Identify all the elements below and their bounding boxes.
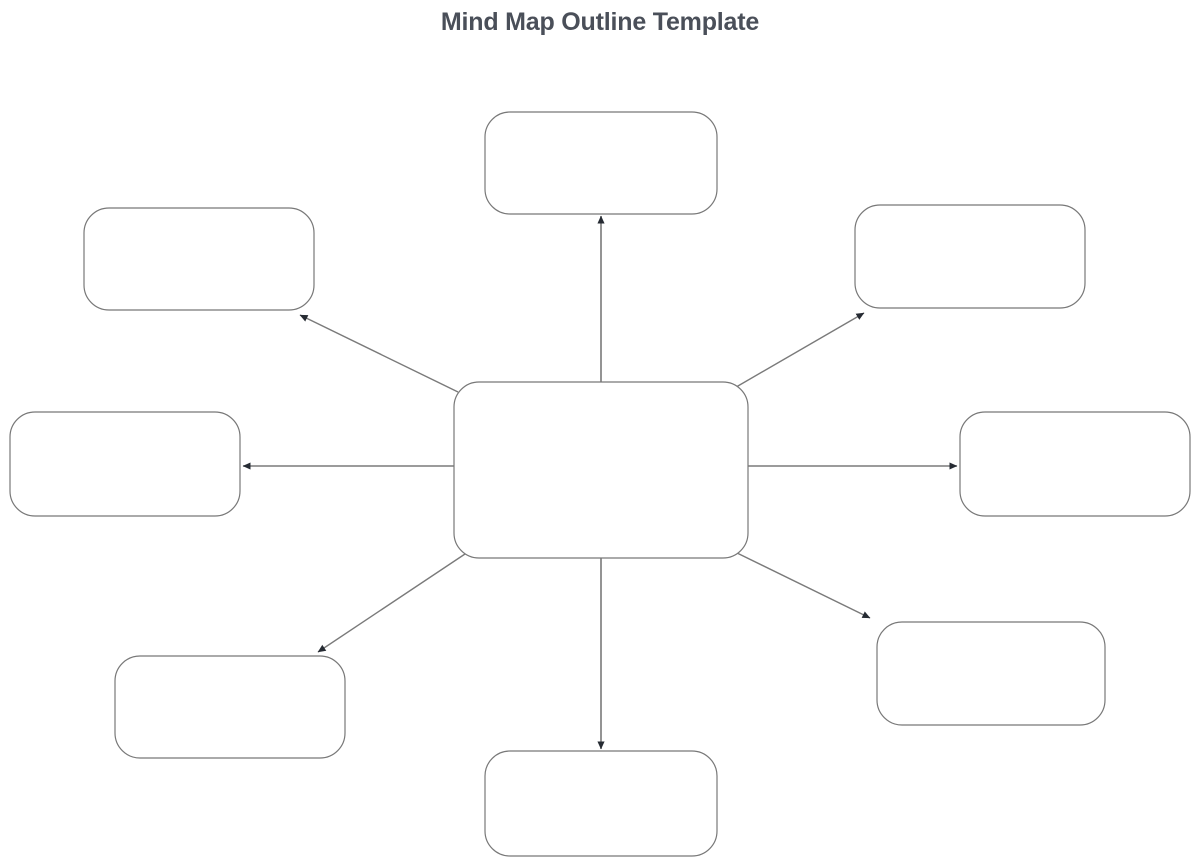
branch-bottom-box[interactable] bbox=[484, 750, 718, 857]
branch-top-left-box[interactable] bbox=[83, 207, 315, 311]
branch-top-label[interactable] bbox=[485, 112, 717, 214]
branch-bottom-right-box[interactable] bbox=[876, 621, 1106, 726]
branch-bottom-left-label[interactable] bbox=[115, 656, 345, 758]
connector-bottom-right bbox=[734, 551, 871, 619]
branch-top-right-label[interactable] bbox=[855, 205, 1085, 308]
connector-top-right bbox=[730, 312, 865, 391]
connector-bottom-left bbox=[317, 551, 469, 653]
branch-bottom-label[interactable] bbox=[485, 751, 717, 856]
page-title: Mind Map Outline Template bbox=[440, 8, 760, 36]
branch-top-right-box[interactable] bbox=[854, 204, 1086, 309]
branch-left-label[interactable] bbox=[10, 412, 240, 516]
central-topic-label[interactable] bbox=[454, 382, 748, 558]
branch-bottom-right-label[interactable] bbox=[877, 622, 1105, 725]
branch-left-box[interactable] bbox=[9, 411, 241, 517]
connectors bbox=[242, 215, 958, 750]
branch-top-left-label[interactable] bbox=[84, 208, 314, 310]
central-topic-box[interactable] bbox=[453, 381, 749, 559]
branch-top-box[interactable] bbox=[484, 111, 718, 215]
nodes bbox=[9, 111, 1191, 857]
branch-right-box[interactable] bbox=[959, 411, 1191, 517]
branch-right-label[interactable] bbox=[960, 412, 1190, 516]
connector-top-left bbox=[299, 314, 459, 393]
branch-bottom-left-box[interactable] bbox=[114, 655, 346, 759]
